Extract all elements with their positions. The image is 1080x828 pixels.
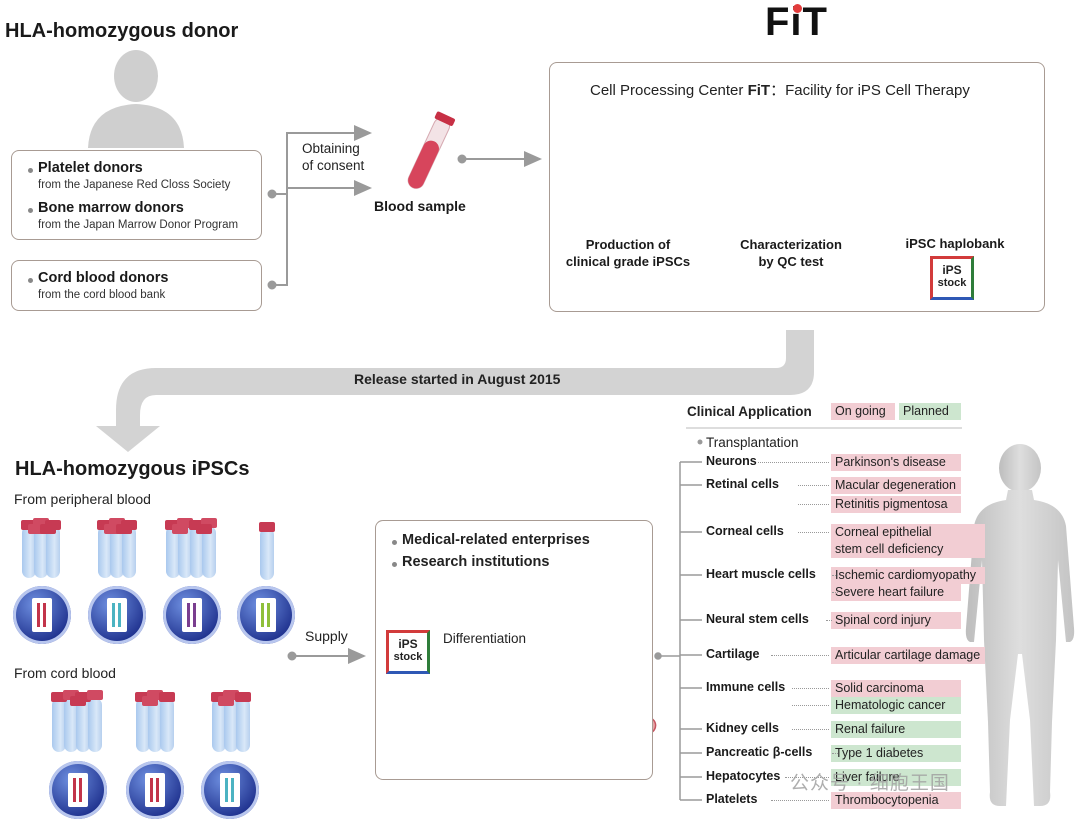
application-tag: Macular degeneration	[831, 477, 961, 494]
clinical-header: Clinical Application	[687, 404, 812, 419]
application-tag: Parkinson's disease	[831, 454, 961, 471]
enterprise-item: Research institutions	[402, 554, 550, 570]
human-body-icon	[965, 444, 1075, 806]
application-tag: Hematologic cancer	[831, 697, 961, 714]
cell-type-label: Cartilage	[706, 647, 760, 661]
supply-label: Supply	[305, 628, 348, 644]
consent-label: Obtaining of consent	[302, 141, 365, 173]
donor-name: Platelet donors	[38, 160, 143, 176]
blood-sample-label: Blood sample	[374, 198, 466, 214]
release-label: Release started in August 2015	[354, 371, 561, 387]
application-tag: Corneal epithelial stem cell deficiency	[831, 524, 985, 558]
donor-silhouette-icon	[88, 50, 184, 148]
cell-type-label: Neural stem cells	[706, 612, 809, 626]
dotted-leader	[757, 462, 829, 463]
dotted-leader	[771, 655, 829, 656]
application-tag: Articular cartilage damage	[831, 647, 985, 664]
dotted-leader	[798, 485, 829, 486]
cord-tubes-icon	[51, 690, 251, 752]
dotted-leader	[771, 800, 829, 801]
cpc-title: Cell Processing Center FiT：Facility for …	[590, 82, 970, 99]
release-arrow	[96, 330, 814, 452]
peripheral-label: From peripheral blood	[14, 491, 151, 507]
dotted-leader	[791, 688, 829, 689]
application-tag: Renal failure	[831, 721, 961, 738]
culture-dish-icon	[201, 761, 259, 819]
application-tag: Ischemic cardiomyopathy	[831, 567, 985, 584]
donor-source: from the cord blood bank	[38, 289, 166, 301]
cell-type-label: Immune cells	[706, 680, 786, 694]
dotted-leader	[791, 705, 829, 706]
culture-dish-icon	[163, 586, 221, 644]
application-tag: Liver failure	[831, 769, 961, 786]
application-tag: Retinitis pigmentosa	[831, 496, 961, 513]
cell-type-label: Pancreatic β-cells	[706, 745, 813, 759]
culture-dish-icon	[49, 761, 107, 819]
step-label-haplobank: iPSC haplobank	[905, 236, 1005, 251]
enterprise-item: Medical-related enterprises	[402, 532, 590, 548]
dotted-leader	[832, 575, 839, 576]
cell-type-label: Retinal cells	[706, 477, 779, 491]
dotted-leader	[798, 532, 829, 533]
cell-type-label: Corneal cells	[706, 524, 784, 538]
cell-type-label: Platelets	[706, 792, 758, 806]
application-tag: Severe heart failure	[831, 584, 961, 601]
dotted-leader	[791, 729, 829, 730]
step-label-characterization: Characterization by QC test	[740, 237, 842, 269]
cell-type-label: Neurons	[706, 454, 757, 468]
dotted-leader	[825, 620, 832, 621]
application-tag: Type 1 diabetes	[831, 745, 961, 762]
donor-box-adult: Platelet donors from the Japanese Red Cl…	[11, 150, 262, 240]
donor-box-cord: Cord blood donors from the cord blood ba…	[11, 260, 262, 311]
dotted-leader	[832, 592, 839, 593]
cell-type-label: Kidney cells	[706, 721, 779, 735]
dotted-leader	[798, 504, 829, 505]
donor-name: Cord blood donors	[38, 270, 169, 286]
dotted-leader	[784, 777, 829, 778]
application-tag: Spinal cord injury	[831, 612, 961, 629]
cord-label: From cord blood	[14, 665, 116, 681]
culture-dish-icon	[88, 586, 146, 644]
differentiation-label: Differentiation	[443, 631, 527, 646]
application-tag: Thrombocytopenia	[831, 792, 961, 809]
application-tag: Solid carcinoma	[831, 680, 961, 697]
donor-source: from the Japan Marrow Donor Program	[38, 219, 239, 231]
peripheral-tubes-icon	[21, 518, 275, 580]
ipsc-title: HLA-homozygous iPSCs	[15, 458, 250, 480]
donor-name: Bone marrow donors	[38, 200, 184, 216]
donor-source: from the Japanese Red Closs Society	[38, 179, 231, 191]
cell-type-label: Hepatocytes	[706, 769, 781, 783]
fit-logo-dot-icon	[793, 4, 802, 13]
legend-ongoing: On going	[831, 403, 895, 420]
donor-title: HLA-homozygous donor	[5, 20, 239, 42]
culture-dish-icon	[13, 586, 71, 644]
culture-dish-icon	[126, 761, 184, 819]
blood-tube-icon	[407, 111, 456, 189]
dotted-leader	[832, 753, 839, 754]
culture-dish-icon	[237, 586, 295, 644]
watermark: 公众号 · 细胞王国	[790, 773, 950, 794]
legend-planned: Planned	[899, 403, 961, 420]
step-label-production: Production of clinical grade iPSCs	[565, 237, 691, 269]
cell-type-label: Heart muscle cells	[706, 567, 816, 581]
transplantation-label: Transplantation	[706, 435, 799, 450]
